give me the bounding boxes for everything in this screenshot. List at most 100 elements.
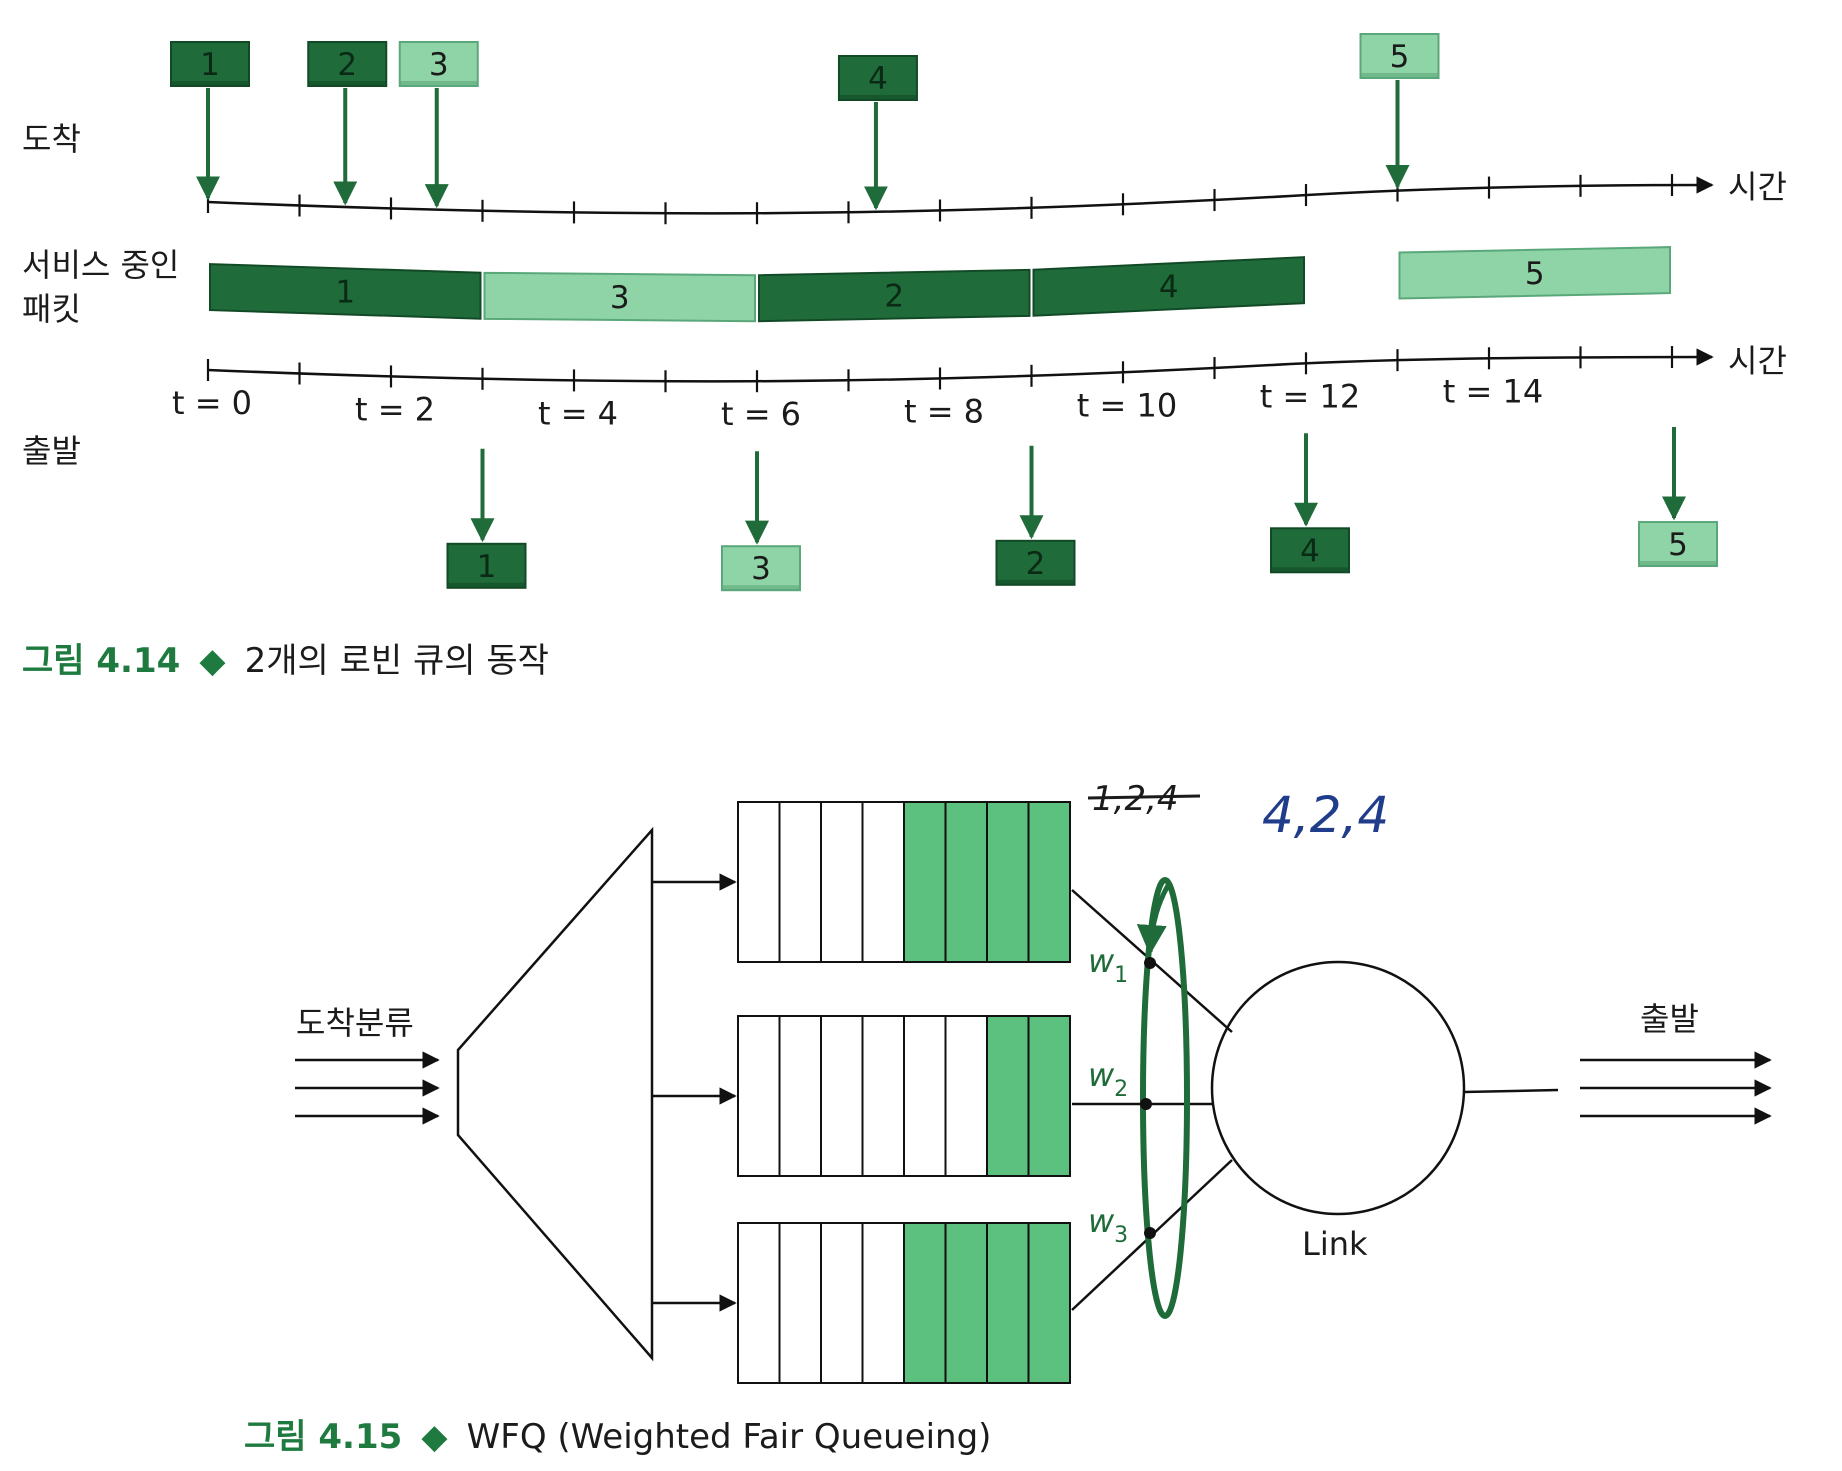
service-bar-label-2: 2 [884, 279, 904, 315]
queue-slot-filled [903, 1222, 947, 1384]
queue-slot-filled [986, 801, 1030, 963]
output-departure-label: 출발 [1640, 1000, 1699, 1038]
queue-slot-empty [944, 1015, 988, 1177]
departure-packet-5: 5 [1638, 521, 1718, 568]
departure-packet-3-label: 3 [751, 551, 771, 587]
service-bar-label-5: 5 [1525, 256, 1545, 292]
handwritten-note: 4,2,4 [1262, 786, 1389, 844]
departure-packet-5-label: 5 [1668, 527, 1688, 563]
classifier-shape [456, 826, 654, 1362]
queue-slot-empty [778, 801, 822, 963]
figure-4-14-title: 2개의 로빈 큐의 동작 [245, 641, 549, 681]
queue-2 [737, 1015, 1071, 1177]
queue-slot-filled [944, 801, 988, 963]
link-label: Link [1302, 1225, 1368, 1263]
link-circle [1210, 960, 1466, 1216]
classifier-output-arrows [652, 873, 737, 1312]
figure-4-15-caption: 그림 4.15 ◆ WFQ (Weighted Fair Queueing) [244, 1417, 991, 1457]
weight-1: w1 [1088, 942, 1128, 988]
figure-4-14-number: 그림 4.14 [22, 641, 180, 681]
queue-slot-empty [820, 1015, 864, 1177]
arrival-label: 도착 [22, 120, 81, 158]
caption-bullet: ◆ [199, 641, 226, 681]
time-tick-label: t = 12 [1260, 377, 1360, 415]
queue-slot-filled [944, 1222, 988, 1384]
departure-packet-3: 3 [721, 545, 801, 592]
figure-4-14-caption: 그림 4.14 ◆ 2개의 로빈 큐의 동작 [22, 641, 549, 681]
service-bar-1: 1 [209, 263, 482, 320]
service-bar-label-1: 1 [335, 274, 355, 310]
in-service-label-2: 패킷 [22, 290, 81, 328]
queue-slot-empty [737, 1222, 781, 1384]
cycle-arrow [1136, 880, 1173, 955]
service-bar-label-4: 4 [1159, 269, 1179, 305]
outgoing-arrows [1580, 1051, 1772, 1125]
service-bar-2: 2 [758, 268, 1031, 323]
figure-4-15-number: 그림 4.15 [244, 1417, 402, 1457]
queue-slot-filled [903, 801, 947, 963]
queue-1 [737, 801, 1071, 963]
figure-4-15: 도착분류 w1 w2 [244, 779, 1772, 1457]
arrival-packets: 1 2 3 4 5 [170, 33, 1440, 211]
arrival-axis-time-label: 시간 [1728, 168, 1787, 206]
caption-bullet-2: ◆ [421, 1417, 448, 1457]
service-bar-4: 4 [1032, 256, 1305, 317]
weight-3: w3 [1088, 1202, 1128, 1248]
departure-packet-1-label: 1 [477, 549, 497, 585]
handwritten-notes: 1,2,4 4,2,4 [1087, 779, 1389, 844]
queue-slot-empty [861, 1222, 905, 1384]
queue-slot-filled [1027, 1015, 1071, 1177]
queue-slot-empty [778, 1015, 822, 1177]
time-tick-label: t = 4 [538, 394, 618, 432]
arrival-packet-2-label: 2 [337, 47, 357, 83]
arrival-packet-4-label: 4 [868, 61, 888, 97]
departure-label: 출발 [22, 432, 81, 470]
departure-packets: 1 3 2 4 5 [446, 427, 1718, 592]
departure-packet-2: 2 [995, 539, 1076, 586]
queue-slot-filled [986, 1222, 1030, 1384]
queue-slot-empty [820, 1222, 864, 1384]
weights: w1 w2 w3 [1088, 942, 1156, 1248]
link-output-line [1463, 1088, 1559, 1094]
arrival-packet-5-label: 5 [1390, 39, 1410, 75]
queue-slot-empty [778, 1222, 822, 1384]
weight-2: w2 [1088, 1056, 1128, 1102]
arrival-packet-1: 1 [170, 41, 250, 87]
arrival-packet-4: 4 [837, 55, 918, 101]
strike-through [1087, 794, 1201, 800]
time-tick-label: t = 6 [721, 395, 801, 433]
time-tick-label: t = 8 [904, 392, 984, 430]
classifier-label: 도착분류 [296, 1004, 414, 1042]
time-tick-label: t = 0 [172, 384, 252, 422]
departure-axis-line [207, 348, 1714, 383]
queue-slot-empty [737, 801, 781, 963]
service-bar-3: 3 [483, 271, 756, 323]
service-bars: 1 3 2 4 5 [209, 246, 1671, 323]
departure-packet-4: 4 [1270, 527, 1350, 574]
incoming-arrows [295, 1051, 440, 1125]
departure-packet-1: 1 [446, 542, 527, 589]
departure-packet-2-label: 2 [1026, 546, 1046, 582]
queue-3 [737, 1222, 1071, 1384]
queue-slot-filled [986, 1015, 1030, 1177]
queue-slot-empty [861, 1015, 905, 1177]
queue-slot-empty [903, 1015, 947, 1177]
time-tick-label: t = 14 [1443, 372, 1543, 410]
departure-axis-ticks [206, 346, 1674, 393]
round-robin-cycle [1140, 877, 1190, 1319]
in-service-label: 서비스 중인 [22, 246, 179, 284]
queue-slot-empty [737, 1015, 781, 1177]
arrival-packet-3-label: 3 [429, 47, 449, 83]
queue-slot-empty [861, 801, 905, 963]
queue-slot-filled [1027, 1222, 1071, 1384]
arrival-axis-line [207, 176, 1714, 215]
queues [737, 801, 1071, 1384]
service-bar-5: 5 [1398, 246, 1671, 300]
service-bar-label-3: 3 [610, 280, 630, 316]
figure-4-15-title: WFQ (Weighted Fair Queueing) [467, 1417, 992, 1457]
queue-slot-filled [1027, 801, 1071, 963]
arrival-axis-ticks [206, 174, 1674, 225]
